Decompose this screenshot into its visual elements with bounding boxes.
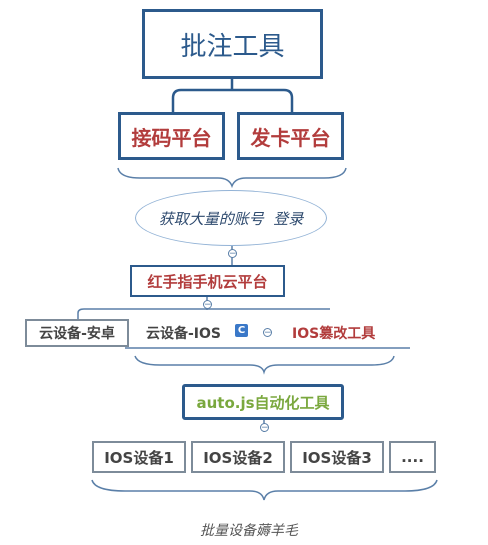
c-badge-icon: C [235,324,248,337]
device-label: IOS设备2 [203,448,273,467]
node-autojs-tool: auto.js自动化工具 [182,384,344,420]
node-cloud-android: 云设备-安卓 [25,319,129,347]
node-cloud-ios: 云设备-IOS [146,326,222,342]
collapse-toggle-icon[interactable]: − [228,249,237,259]
collapse-toggle-icon[interactable]: − [260,423,269,433]
collapse-toggle-icon[interactable]: − [203,300,212,310]
device-label: IOS设备3 [302,448,372,467]
more-label: .... [401,448,424,466]
autojs-label: auto.js自动化工具 [196,393,330,412]
card-platform-label: 发卡平台 [250,125,331,150]
node-card-platform: 发卡平台 [237,112,344,160]
node-ios-device-1: IOS设备1 [92,441,186,473]
node-more-devices: .... [389,441,436,473]
code-platform-label: 接码平台 [131,125,212,150]
collapse-toggle-icon[interactable]: − [263,328,272,338]
android-label: 云设备-安卓 [39,326,115,342]
node-code-platform: 接码平台 [118,112,225,160]
node-ios-tamper-tool: IOS篡改工具 [292,326,376,342]
root-label: 批注工具 [180,31,285,62]
cloud-platform-label: 红手指手机云平台 [147,272,268,291]
root-node: 批注工具 [142,9,323,79]
device-label: IOS设备1 [104,448,174,467]
node-ios-device-3: IOS设备3 [290,441,384,473]
node-ios-device-2: IOS设备2 [191,441,285,473]
node-cloud-platform: 红手指手机云平台 [130,265,285,297]
account-ellipse: 获取大量的账号 登录 [135,190,327,246]
account-label: 获取大量的账号 登录 [158,209,304,228]
caption-text: 批量设备薅羊毛 [200,523,298,539]
